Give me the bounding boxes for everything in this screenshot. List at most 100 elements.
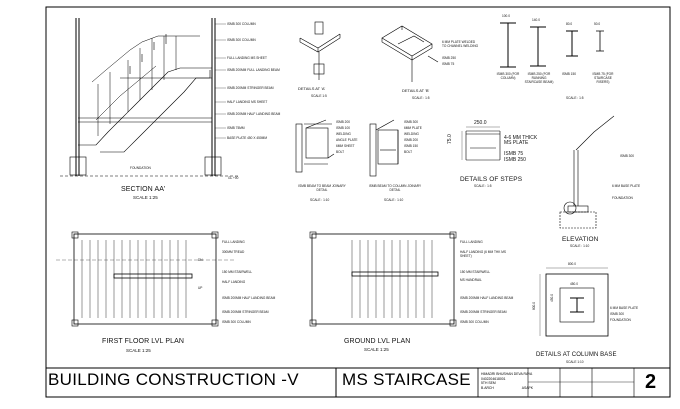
gl-label-6: ISMB 300 COLUMN	[460, 320, 489, 324]
ff-label-3: 150 MM STAIRWELL	[222, 270, 253, 274]
detail-b-drawing	[381, 25, 439, 82]
ff-label-5: ISMB 200MM HALF LANDING BEAM	[222, 296, 276, 300]
section-aa-label-2: FULL LANDING MS SHEET	[227, 56, 267, 60]
gl-label-1: HALF LANDING (6 MM THK MS SHEET)	[460, 250, 506, 258]
b2b-title: ISMB BEAM TO BEAM JOINARY DETAIL	[298, 184, 346, 192]
section-aa-label-0: ISMB 300 COLUMN	[227, 22, 256, 26]
cb-label-2: FOUNDATION	[610, 318, 631, 322]
section-item-0: ISMB 300 (FOR COLUMN)	[496, 72, 520, 80]
detail-b-label-0: 6 MM PLATE WELDED TO CHANNEL WELDING	[442, 40, 479, 48]
cb-label-0: 6 MM BASE PLATE	[610, 306, 639, 310]
section-dim-0: 100.0	[502, 14, 510, 18]
student-line-0: HIMADRI BHUSHAN DEVA RAYA	[481, 372, 533, 376]
section-aa-label-8: BASE PLATE 450 X 450MM	[227, 136, 267, 140]
ff-title: FIRST FLOOR LVL PLAN	[102, 338, 185, 345]
steps-label-0: 4-6 MM THICK MS PLATE	[504, 135, 538, 146]
b2b-label-2: WELDING	[336, 132, 351, 136]
detail-b-scale: SCALE : 1:5	[412, 96, 430, 100]
topic-title: MS STAIRCASE	[342, 370, 471, 389]
cb-label-1: ISMB 300	[610, 312, 624, 316]
detail-a-drawing	[299, 21, 341, 80]
section-aa-label-7: ISMB 75MM	[227, 126, 245, 130]
detail-b-label-1: ISMB 250	[442, 56, 456, 60]
cb-dim-2: 450.0	[550, 294, 554, 302]
detail-a-scale: SCALE 1:5	[311, 94, 327, 98]
beam-to-column-drawing	[369, 119, 399, 177]
b2b-scale: SCALE : 1:10	[310, 198, 330, 202]
student-info: HIMADRI BHUSHAN DEVA RAYA 0402204618001 …	[481, 372, 533, 390]
cb-title: DETAILS AT COLUMN BASE	[536, 352, 617, 358]
ground-plan-drawing	[309, 231, 457, 327]
section-aa-label-6: ISMB 200MM HALF LANDING BEAM	[227, 112, 281, 116]
detail-b-title: DETAILS AT 'B'	[402, 88, 430, 93]
gl-label-0: FULL LANDING	[460, 240, 483, 244]
elevation-title: ELEVATION	[562, 236, 599, 243]
ff-label-2: UP	[198, 286, 203, 290]
section-item-1: ISMB 250 (FOR RUNNING STAIRCASE BEAM)	[524, 72, 554, 84]
section-aa-gl: GL +00	[228, 176, 239, 180]
b2c-label-2: WELDING	[404, 132, 419, 136]
ff-label-6: ISMB 200MM STRINGER BEAM	[222, 310, 269, 314]
student-line-3: B.ARCH	[481, 385, 494, 390]
steps-dim-w: 250.0	[474, 120, 487, 126]
steps-dim-h: 75.0	[447, 134, 453, 144]
sections-scale: SCALE : 1:5	[566, 96, 584, 100]
section-aa-label-4: ISMB 200MM STRINGER BEAM	[227, 86, 274, 90]
cb-dim-3: 800.0	[532, 302, 536, 310]
section-aa-foundation: FOUNDATION	[130, 166, 151, 170]
detail-a-title: DETAILS AT 'A'	[298, 86, 326, 91]
b2c-label-1: 6MM PLATE	[404, 126, 422, 130]
section-aa-label-1: ISMB 300 COLUMN	[227, 38, 256, 42]
student-line-1: 0402204618001	[481, 376, 506, 381]
section-aa-scale: SCALE 1:25	[133, 195, 158, 200]
steps-label-2: ISMB 250	[504, 157, 526, 163]
ff-dn: DN	[198, 258, 203, 262]
elevation-scale: SCALE : 1:10	[570, 244, 590, 248]
ff-label-4: HALF LANDING	[222, 280, 246, 284]
student-line-2: 5TH SEM	[481, 381, 496, 386]
gl-title: GROUND LVL PLAN	[344, 338, 411, 345]
b2b-label-1: ISMB 100	[336, 126, 350, 130]
elevation-label-0: ISMB 300	[620, 154, 634, 158]
beam-to-beam-drawing	[295, 119, 335, 173]
cb-dim-0: 800.0	[568, 262, 576, 266]
steps-drawing	[461, 126, 501, 161]
detail-b-label-2: ISMB 75	[442, 62, 455, 66]
elevation-drawing	[559, 115, 615, 229]
sheet-border	[45, 6, 671, 398]
gl-label-3: MS HANDRAIL	[460, 278, 482, 282]
sections-drawing	[500, 22, 604, 68]
section-item-2: ISMB 150	[562, 72, 576, 76]
gl-scale: SCALE 1:25	[364, 347, 389, 352]
elevation-label-1: 6 MM BASE PLATE	[612, 184, 641, 188]
b2c-title: ISMB BEAM TO COLUMN JOINARY DETAIL	[368, 184, 422, 192]
b2c-label-5: BOLT	[404, 150, 413, 154]
sheet-number: 2	[645, 371, 657, 393]
section-dim-1: 140.0	[532, 18, 540, 22]
cb-scale: SCALE 1:10	[566, 360, 584, 364]
steps-scale: SCALE : 1:5	[474, 184, 492, 188]
section-aa-label-3: ISMB 200MM FULL LANDING BEAM	[227, 68, 280, 72]
b2b-label-4: 6MM SHEET	[336, 144, 355, 148]
b2c-label-0: ISMB 300	[404, 120, 418, 124]
section-dim-2: 80.0	[566, 22, 573, 26]
elevation-label-2: FOUNDATION	[612, 196, 633, 200]
ff-scale: SCALE 1:25	[126, 348, 151, 353]
section-dim-3: 50.0	[594, 22, 601, 26]
section-item-3: ISMB 75 (FOR STAIRCASE RISERS)	[592, 72, 614, 84]
b2b-label-5: BOLT	[336, 150, 345, 154]
b2c-label-4: ISMB 150	[404, 144, 418, 148]
ff-label-1: 300MM TREAD	[222, 250, 245, 254]
gl-label-2: 150 MM STAIRWELL	[460, 270, 491, 274]
student-line-4: ASAPK	[521, 385, 533, 390]
cb-dim-1: 450.0	[570, 282, 578, 286]
section-aa-title: SECTION AA'	[121, 186, 166, 193]
ff-label-0: FULL LANDING	[222, 240, 245, 244]
b2c-label-3: ISMB 200	[404, 138, 418, 142]
b2b-label-0: ISMB 200	[336, 120, 350, 124]
ff-label-7: ISMB 300 COLUMN	[222, 320, 251, 324]
section-aa-label-5: HALF LANDING MS SHEET	[227, 100, 268, 104]
b2b-label-3: ANGLE PLATE	[336, 138, 358, 142]
gl-label-5: ISMB 200MM STRINGER BEAM	[460, 310, 507, 314]
